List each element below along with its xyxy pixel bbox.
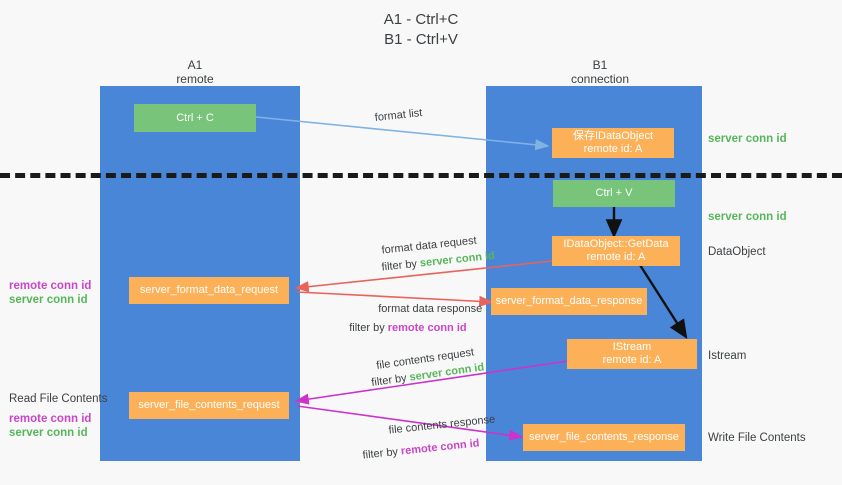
filter-key-server-conn-id: server conn id [419, 249, 496, 270]
node-getdata-line2: remote id: A [586, 251, 646, 263]
node-save-idataobject-line2: remote id: A [583, 143, 643, 155]
left-label-server-conn-id-2: server conn id [9, 427, 88, 439]
filter-prefix: filter by [381, 257, 421, 274]
node-istream[interactable]: IStream remote id: A [567, 339, 697, 369]
right-label-dataobject: DataObject [708, 246, 766, 258]
right-label-write-file-contents: Write File Contents [708, 432, 806, 444]
edge-label-file-contents-response-filter: filter by remote conn id [348, 419, 482, 480]
node-ctrl-c-label: Ctrl + C [176, 111, 214, 124]
lane-header-b1-sub: connection [570, 72, 630, 86]
node-ctrl-c[interactable]: Ctrl + C [134, 104, 256, 132]
left-label-read-file-contents: Read File Contents [9, 393, 108, 405]
left-label-remote-conn-id-2: remote conn id [9, 413, 92, 425]
node-server-file-contents-response[interactable]: server_file_contents_response [523, 424, 685, 451]
node-ctrl-v[interactable]: Ctrl + V [553, 180, 675, 207]
edge-label-format-data-response: format data response [366, 285, 482, 333]
right-label-server-conn-id-2: server conn id [708, 211, 787, 223]
lane-header-a1-name: A1 [187, 58, 203, 72]
filter-prefix: filter by [362, 445, 402, 462]
node-save-idataobject[interactable]: 保存IDataObject remote id: A [552, 128, 674, 158]
filter-key-server-conn-id: server conn id [408, 361, 485, 384]
node-server-format-data-request[interactable]: server_format_data_request [129, 277, 289, 304]
edge-label-format-data-response-text: format data response [378, 303, 483, 315]
node-istream-line2: remote id: A [602, 354, 662, 366]
node-server-file-contents-request[interactable]: server_file_contents_request [129, 392, 289, 419]
phase-divider [0, 173, 842, 178]
filter-prefix: filter by [370, 371, 411, 390]
lane-header-b1-name: B1 [592, 58, 608, 72]
node-server-format-data-response-label: server_format_data_response [495, 295, 643, 307]
lane-header-a1-sub: remote [176, 72, 214, 86]
node-istream-line1: IStream [612, 341, 652, 353]
filter-key-remote-conn-id: remote conn id [400, 437, 481, 458]
edge-label-format-list: format list [374, 107, 423, 124]
node-server-format-data-response[interactable]: server_format_data_response [491, 288, 647, 315]
right-label-istream: Istream [708, 350, 747, 362]
edge-label-format-data-response-filter: filter by remote conn id [337, 304, 467, 352]
node-server-format-data-request-label: server_format_data_request [139, 284, 279, 296]
node-save-idataobject-line1: 保存IDataObject [572, 130, 654, 142]
right-label-server-conn-id-1: server conn id [708, 133, 787, 145]
filter-prefix: filter by [349, 322, 388, 334]
node-ctrl-v-label: Ctrl + V [595, 187, 633, 199]
diagram-title-line2: B1 - Ctrl+V [384, 31, 458, 48]
left-label-remote-conn-id-1: remote conn id [9, 280, 92, 292]
left-label-server-conn-id-1: server conn id [9, 294, 88, 306]
node-server-file-contents-response-label: server_file_contents_response [529, 431, 679, 443]
node-getdata-line1: IDataObject::GetData [563, 238, 669, 250]
filter-key-remote-conn-id: remote conn id [387, 322, 467, 334]
diagram-title-line1: A1 - Ctrl+C [383, 11, 459, 28]
node-server-file-contents-request-label: server_file_contents_request [138, 399, 280, 411]
node-idataobject-getdata[interactable]: IDataObject::GetData remote id: A [552, 236, 680, 266]
